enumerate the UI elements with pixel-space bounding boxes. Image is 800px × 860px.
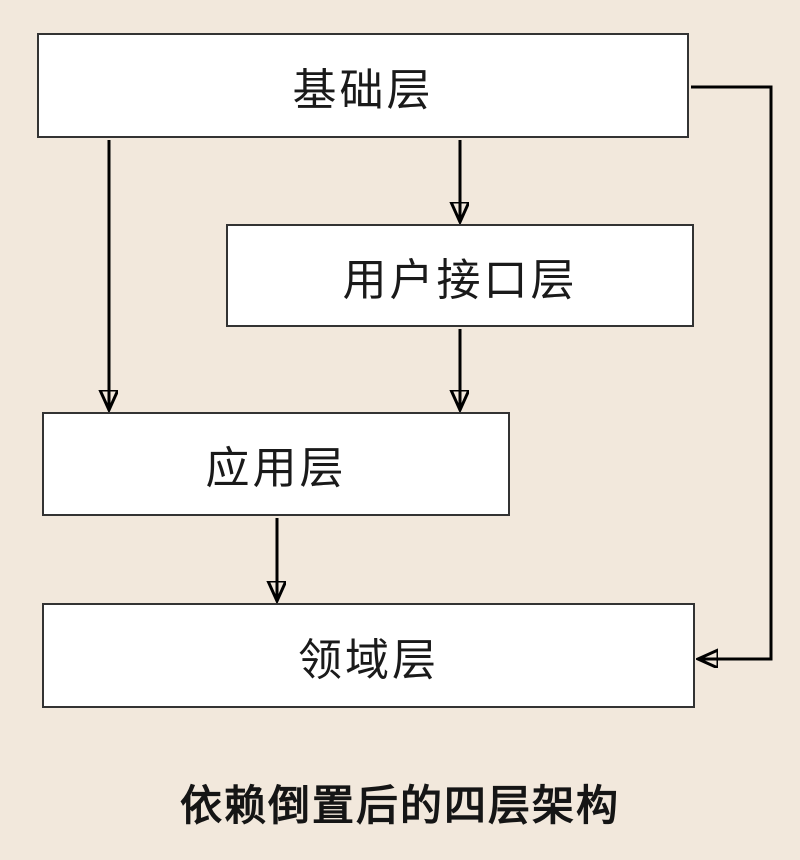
node-application-layer-label: 应用层 bbox=[205, 444, 347, 493]
node-domain-layer: 领域层 bbox=[42, 603, 695, 708]
edge-infrastructure-to-domain bbox=[691, 85, 773, 659]
node-application-layer: 应用层 bbox=[42, 412, 510, 516]
node-user-interface-layer-label: 用户接口层 bbox=[342, 255, 578, 305]
node-infrastructure-layer-label: 基础层 bbox=[292, 65, 434, 115]
node-domain-layer-label: 领域层 bbox=[298, 635, 439, 685]
node-user-interface-layer: 用户接口层 bbox=[226, 224, 694, 327]
diagram-caption: 依赖倒置后的四层架构 bbox=[179, 782, 620, 829]
node-infrastructure-layer: 基础层 bbox=[37, 33, 689, 138]
